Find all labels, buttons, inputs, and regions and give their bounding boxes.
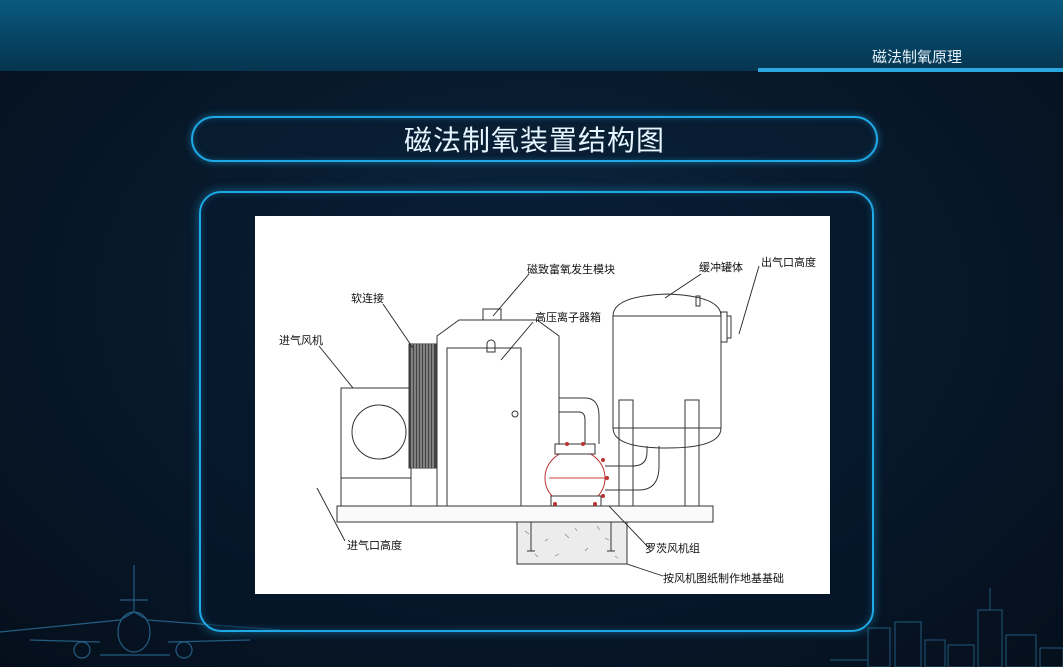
magnetic-module-body [436, 319, 560, 507]
structure-diagram: 软连接 进气风机 磁致富氧发生模块 高压离子器箱 缓冲罐体 出气口高度 进气口高… [255, 216, 830, 594]
label-magnetic-module: 磁致富氧发生模块 [527, 262, 615, 276]
soft-joint [408, 343, 438, 469]
buffer-tank [612, 293, 722, 449]
label-outlet-height: 出气口高度 [761, 255, 816, 269]
inlet-fan-box [340, 387, 412, 479]
inlet-fan-circle [351, 404, 407, 460]
label-foundation: 按风机图纸制作地基基础 [663, 571, 784, 585]
header-title: 磁法制氧原理 [871, 48, 962, 66]
slide-title: 磁法制氧装置结构图 [403, 124, 665, 157]
label-inlet-fan: 进气风机 [279, 333, 323, 347]
diagram-svg: 软连接 进气风机 磁致富氧发生模块 高压离子器箱 缓冲罐体 出气口高度 进气口高… [279, 255, 816, 585]
base-platform [336, 505, 714, 523]
label-hv-ion-box: 高压离子器箱 [535, 310, 601, 324]
airplane-icon [0, 565, 281, 659]
label-roots-blower: 罗茨风机组 [645, 541, 700, 555]
label-inlet-height: 进气口高度 [347, 538, 402, 552]
city-skyline-icon [830, 588, 1063, 667]
header-underline [758, 68, 1063, 72]
label-buffer-tank: 缓冲罐体 [699, 260, 743, 274]
slide-title-frame: 磁法制氧装置结构图 [191, 116, 878, 162]
hv-ion-box [446, 347, 522, 507]
label-soft-joint: 软连接 [351, 291, 384, 305]
header-bar [0, 0, 1063, 71]
foundation-block [516, 521, 628, 565]
